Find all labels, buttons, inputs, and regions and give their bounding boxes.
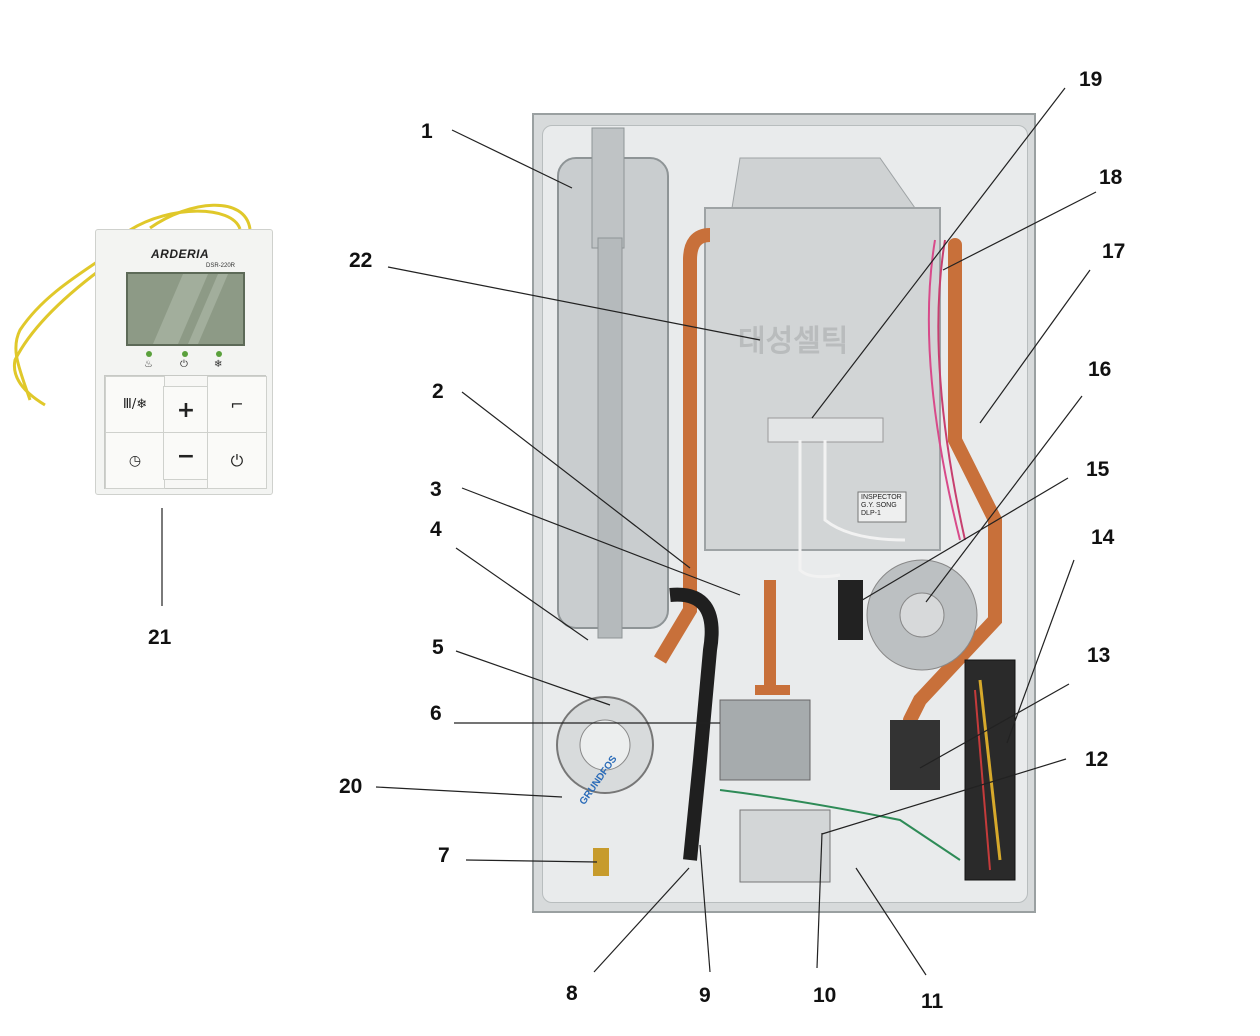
model-number: DSR-220R (206, 263, 236, 269)
badge-line-3: DLP-1 (861, 510, 881, 517)
power-button[interactable]: ⏻ (207, 432, 267, 489)
badge-line-1: INSPECTOR (861, 494, 902, 501)
label-20: 20 (339, 775, 363, 798)
label-1: 1 (421, 120, 433, 143)
inspector-badge: INSPECTOR G.Y. SONG DLP-1 (861, 494, 902, 518)
label-14: 14 (1091, 526, 1115, 549)
heating-indicator-icon: ♨ (144, 359, 153, 370)
label-9: 9 (699, 984, 711, 1007)
remote-controller: ARDERIA DSR-220R ♨ ⏻ ❄ Ⅲ/❄ + ⌐ ◷ − ⏻ (95, 229, 273, 495)
label-7: 7 (438, 844, 450, 867)
cooling-led (216, 351, 222, 357)
label-6: 6 (430, 702, 442, 725)
remote-wires (12, 203, 252, 407)
label-15: 15 (1086, 458, 1110, 481)
plus-button[interactable]: + (163, 386, 209, 434)
label-19: 19 (1079, 68, 1103, 91)
brand-logo: ARDERIA (151, 247, 210, 261)
label-8: 8 (566, 982, 578, 1005)
label-2: 2 (432, 380, 444, 403)
label-10: 10 (813, 984, 837, 1007)
mode-button[interactable]: Ⅲ/❄ (105, 376, 165, 433)
label-16: 16 (1088, 358, 1112, 381)
label-13: 13 (1087, 644, 1111, 667)
label-3: 3 (430, 478, 442, 501)
label-5: 5 (432, 636, 444, 659)
korean-brand-emboss: 대성셀틱 (738, 324, 849, 359)
label-11: 11 (921, 990, 944, 1013)
badge-line-2: G.Y. SONG (861, 502, 897, 509)
label-18: 18 (1099, 166, 1123, 189)
label-12: 12 (1085, 748, 1109, 771)
power-led (182, 351, 188, 357)
label-21: 21 (148, 626, 172, 649)
heating-led (146, 351, 152, 357)
snowflake-indicator-icon: ❄ (214, 359, 223, 370)
label-22: 22 (349, 249, 373, 272)
timer-button[interactable]: ◷ (105, 432, 165, 489)
keypad: Ⅲ/❄ + ⌐ ◷ − ⏻ (104, 375, 267, 489)
power-indicator-icon: ⏻ (180, 359, 188, 370)
label-17: 17 (1102, 240, 1126, 263)
lcd-display (126, 272, 245, 346)
label-4: 4 (430, 518, 442, 541)
